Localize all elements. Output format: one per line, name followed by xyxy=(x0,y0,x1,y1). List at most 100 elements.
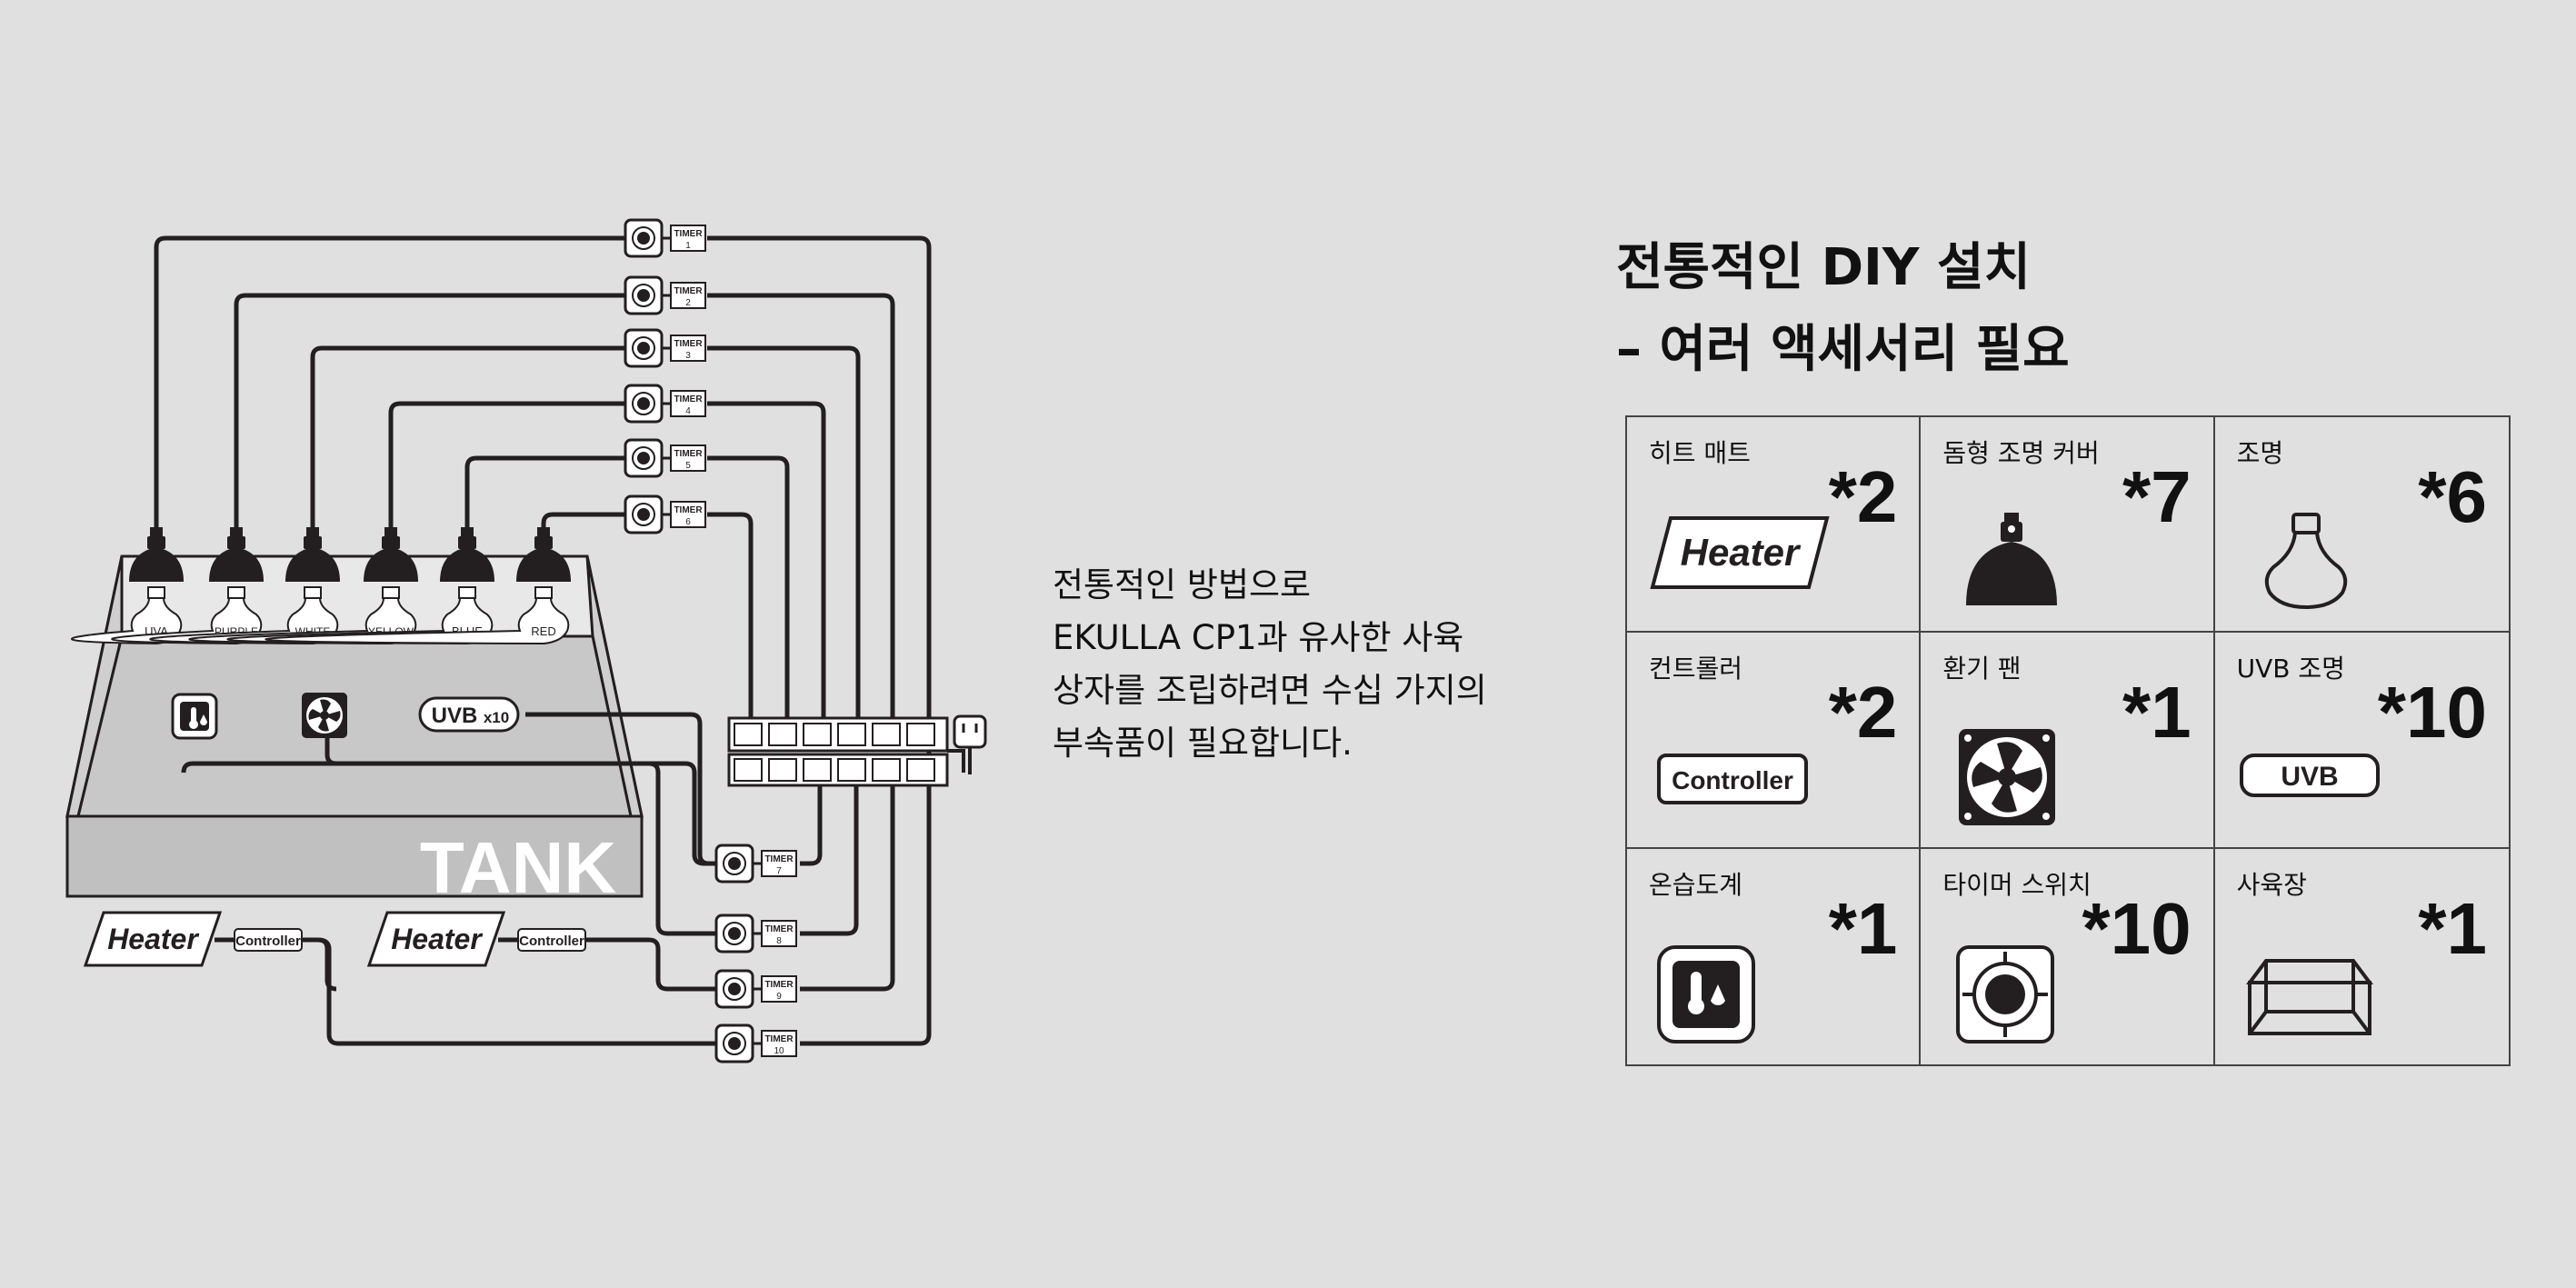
timer-label: TIMER xyxy=(764,854,794,864)
part-quantity: *2 xyxy=(1828,672,1898,754)
controller-label: Controller xyxy=(519,934,584,949)
title-line-2: – 여러 액세서리 필요 xyxy=(1616,320,2070,379)
timer-label: TIMER xyxy=(674,449,703,459)
description: 전통적인 방법으로 EKULLA CP1과 유사한 사육 상자를 조립하려면 수… xyxy=(1053,559,1562,770)
uvb-icon: UVB xyxy=(2239,753,2380,797)
hygrometer-icon xyxy=(1657,944,1755,1043)
uvb-badge: UVB x10 xyxy=(418,696,520,733)
timer-switch: TIMER 3 xyxy=(624,328,706,368)
timer-switch: TIMER 9 xyxy=(714,969,797,1009)
dome-lamps: UVAPURPLEWHITEYELLOWBLUERED xyxy=(70,527,571,645)
timer-number: 6 xyxy=(685,517,691,527)
dome-lamp: RED xyxy=(265,527,571,645)
heater-label: Heater xyxy=(391,923,483,955)
timer-label: TIMER xyxy=(764,924,794,934)
timer-label: TIMER xyxy=(674,394,703,404)
enclosure-icon xyxy=(2245,958,2373,1035)
lamp-wires xyxy=(154,235,625,532)
timer-label: TIMER xyxy=(674,339,703,349)
part-label: 환기 팬 xyxy=(1942,654,2022,684)
part-quantity: *1 xyxy=(2418,887,2487,969)
timer-switch: TIMER 5 xyxy=(624,438,706,478)
timer-label: TIMER xyxy=(764,1034,794,1044)
part-label: 돔형 조명 커버 xyxy=(1942,438,2100,468)
timer-number: 4 xyxy=(685,406,691,416)
timer-number: 5 xyxy=(685,461,691,471)
part-quantity: *1 xyxy=(1828,887,1898,969)
heater-controller-right: Heater Controller xyxy=(366,911,586,967)
part-label: 타이머 스위치 xyxy=(1942,869,2092,900)
tank-label: TANK xyxy=(420,827,616,908)
part-cell-fan: 환기 팬 *1 xyxy=(1921,633,2215,849)
timer-switch: TIMER 2 xyxy=(624,275,706,315)
part-label: 컨트롤러 xyxy=(1649,654,1743,684)
timer-switch: TIMER 6 xyxy=(624,494,706,534)
timer-switch: TIMER 8 xyxy=(714,914,797,954)
timer-number: 10 xyxy=(774,1046,784,1056)
part-quantity: *10 xyxy=(2082,887,2192,969)
part-quantity: *2 xyxy=(1828,456,1898,537)
timer-label: TIMER xyxy=(764,980,794,990)
part-cell-hygrometer: 온습도계 *1 xyxy=(1627,848,1922,1064)
dome-lamp-icon xyxy=(1966,513,2058,606)
timer-switches: TIMER1TIMER2TIMER3TIMER4TIMER5TIMER6TIME… xyxy=(624,218,797,1063)
lamp-label: RED xyxy=(531,624,555,638)
part-cell-lamp: 조명 *6 xyxy=(2214,417,2509,634)
part-label: 온습도계 xyxy=(1649,869,1743,900)
part-cell-uvb-lamp: UVB 조명 *10 UVB xyxy=(2214,633,2509,849)
part-cell-dome-cover: 돔형 조명 커버 *7 xyxy=(1921,417,2215,634)
part-quantity: *1 xyxy=(2122,672,2192,754)
timer-label: TIMER xyxy=(674,505,703,515)
description-line: 부속품이 필요합니다. xyxy=(1053,724,1353,763)
timer-number: 7 xyxy=(776,866,782,876)
part-quantity: *7 xyxy=(2122,456,2192,537)
heater-controller-left: Heater Controller xyxy=(83,911,303,967)
heater-icon: Heater xyxy=(1650,516,1830,590)
timer-switch: TIMER 10 xyxy=(714,1023,797,1063)
part-quantity: *10 xyxy=(2377,672,2487,754)
timer-switch: TIMER 4 xyxy=(624,384,706,424)
part-label: 히트 매트 xyxy=(1649,438,1751,468)
page-title: 전통적인 DIY 설치 – 여러 액세서리 필요 xyxy=(1616,227,2070,391)
description-line: 상자를 조립하려면 수십 가지의 xyxy=(1053,671,1487,710)
tank: TANK xyxy=(65,554,644,908)
plug-icon xyxy=(953,714,987,774)
part-cell-timer-switch: 타이머 스위치 *10 xyxy=(1921,848,2215,1064)
timer-label: TIMER xyxy=(674,229,703,239)
heater-icon-text: Heater xyxy=(1681,531,1802,574)
wiring-diagram: TANK xyxy=(65,218,987,1063)
power-strip xyxy=(727,714,987,787)
part-cell-heat-mat: 히트 매트 *2 Heater xyxy=(1627,417,1922,634)
parts-grid: 히트 매트 *2 Heater 돔형 조명 커버 *7 조명 *6 컨트롤러 *… xyxy=(1625,415,2511,1066)
hygrometer-icon xyxy=(171,693,218,740)
timer-number: 1 xyxy=(685,241,691,251)
timer-number: 9 xyxy=(776,992,782,1002)
timer-label: TIMER xyxy=(674,286,703,296)
timer-number: 3 xyxy=(685,351,691,361)
timer-switch: TIMER 7 xyxy=(714,844,797,884)
part-label: UVB 조명 xyxy=(2236,654,2345,684)
lower-timer-wires xyxy=(181,247,932,1046)
uvb-badge-label: UVB xyxy=(432,704,478,728)
part-cell-enclosure: 사육장 *1 xyxy=(2215,849,2509,1064)
description-line: 전통적인 방법으로 xyxy=(1053,565,1312,604)
timer-number: 2 xyxy=(685,298,691,308)
uvb-icon-text: UVB xyxy=(2281,762,2338,792)
part-label: 사육장 xyxy=(2236,869,2307,900)
part-cell-controller: 컨트롤러 *2 Controller xyxy=(1627,633,1922,849)
timer-return-wires xyxy=(707,235,932,718)
part-quantity: *6 xyxy=(2418,456,2487,537)
description-line: EKULLA CP1과 유사한 사육 xyxy=(1053,618,1464,657)
title-line-1: 전통적인 DIY 설치 xyxy=(1616,238,2031,297)
bulb-icon xyxy=(2264,513,2347,610)
fan-icon xyxy=(1959,728,2056,825)
part-label: 조명 xyxy=(2236,438,2284,468)
uvb-badge-count: x10 xyxy=(484,709,509,726)
timer-number: 8 xyxy=(776,936,782,946)
controller-icon: Controller xyxy=(1657,753,1808,804)
timer-switch: TIMER 1 xyxy=(624,218,706,258)
timer-switch-icon xyxy=(1956,944,2055,1043)
dome-lamp: UVA xyxy=(70,527,184,645)
controller-label: Controller xyxy=(235,934,301,949)
heater-label: Heater xyxy=(107,923,199,955)
